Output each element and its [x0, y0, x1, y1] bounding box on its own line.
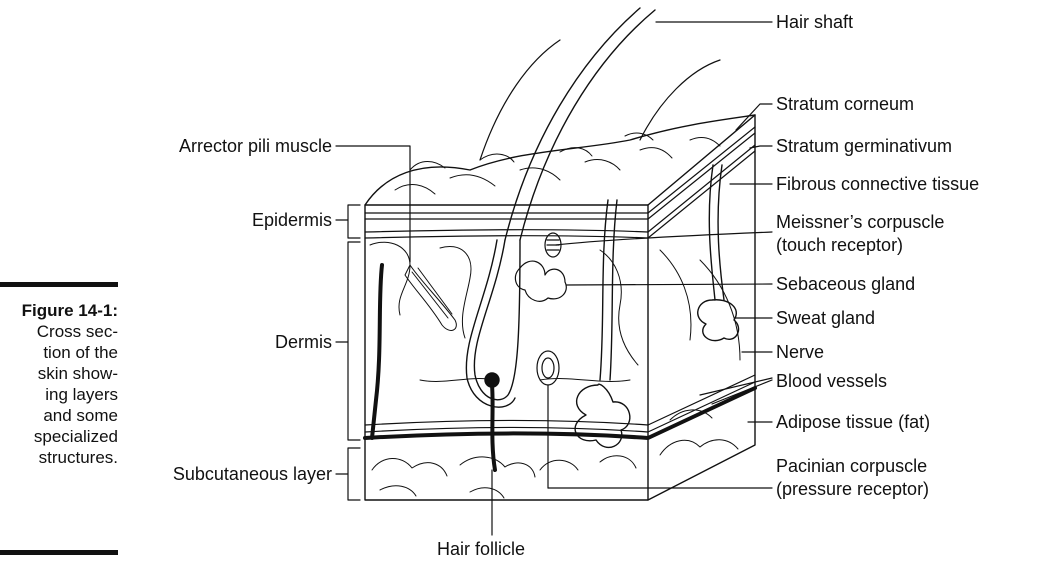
dermis-base-lines: [365, 375, 755, 438]
leader-lines: [336, 22, 772, 535]
label-nerve: Nerve: [776, 341, 824, 363]
label-stratum-corneum: Stratum corneum: [776, 93, 914, 115]
nerve-fibers: [372, 265, 495, 470]
label-blood-vessels: Blood vessels: [776, 370, 887, 392]
label-stratum-germinativum: Stratum germinativum: [776, 135, 952, 157]
label-pacinian-corpuscle-note: (pressure receptor): [776, 478, 929, 500]
arrector-pili-muscle-shape: [405, 265, 456, 330]
dermis-contours: [370, 242, 740, 381]
label-epidermis: Epidermis: [100, 209, 332, 231]
skin-block-outline: [365, 115, 755, 500]
sebaceous-gland-shape: [515, 261, 566, 301]
label-hair-shaft: Hair shaft: [776, 11, 853, 33]
pacinian-corpuscle-shape: [537, 351, 559, 488]
label-dermis: Dermis: [100, 331, 332, 353]
label-meissners-corpuscle-note: (touch receptor): [776, 234, 903, 256]
hair-follicle-structure: [466, 240, 520, 407]
label-pacinian-corpuscle: Pacinian corpuscle: [776, 455, 927, 477]
label-sweat-gland: Sweat gland: [776, 307, 875, 329]
label-sebaceous-gland: Sebaceous gland: [776, 273, 915, 295]
label-fibrous-connective-tissue: Fibrous connective tissue: [776, 173, 979, 195]
label-hair-follicle: Hair follicle: [437, 538, 525, 560]
label-arrector-pili-muscle: Arrector pili muscle: [100, 135, 332, 157]
label-adipose-tissue: Adipose tissue (fat): [776, 411, 930, 433]
epidermis-layers: [365, 127, 755, 238]
label-subcutaneous-layer: Subcutaneous layer: [100, 463, 332, 485]
label-meissners-corpuscle: Meissner’s corpuscle: [776, 211, 944, 233]
